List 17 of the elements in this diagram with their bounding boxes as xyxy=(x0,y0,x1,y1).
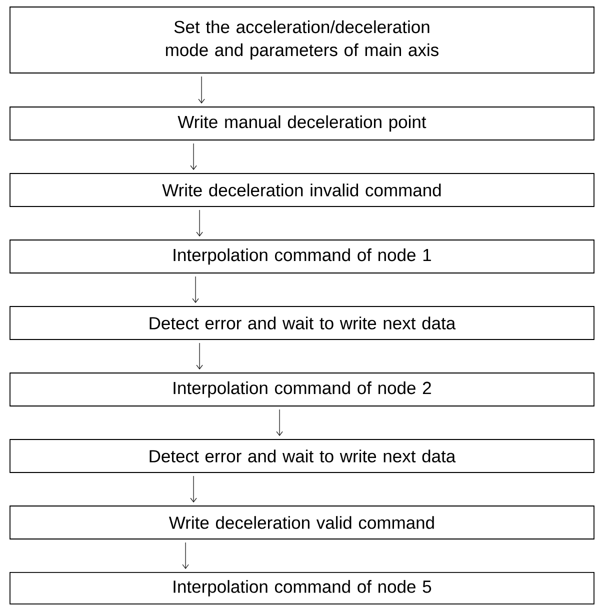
arrow xyxy=(196,342,203,370)
arrow xyxy=(196,210,203,237)
arrow xyxy=(198,76,205,104)
arrow xyxy=(190,476,197,503)
process-box: Interpolation command of node 1 xyxy=(10,240,594,274)
arrow xyxy=(192,276,199,304)
process-box: Interpolation command of node 2 xyxy=(10,372,594,406)
arrow xyxy=(190,143,197,170)
arrow xyxy=(182,542,189,569)
process-box: Detect error and wait to write next data xyxy=(10,306,594,340)
process-box: Set the acceleration/deceleration mode and parameters of main axis xyxy=(10,6,594,74)
process-box: Write manual deceleration point xyxy=(10,106,594,140)
process-box: Detect error and wait to write next data xyxy=(10,439,594,473)
process-box: Write deceleration valid command xyxy=(10,506,594,540)
process-box: Interpolation command of node 5 xyxy=(10,572,594,604)
process-box: Write deceleration invalid command xyxy=(10,173,594,207)
arrow xyxy=(276,409,283,436)
